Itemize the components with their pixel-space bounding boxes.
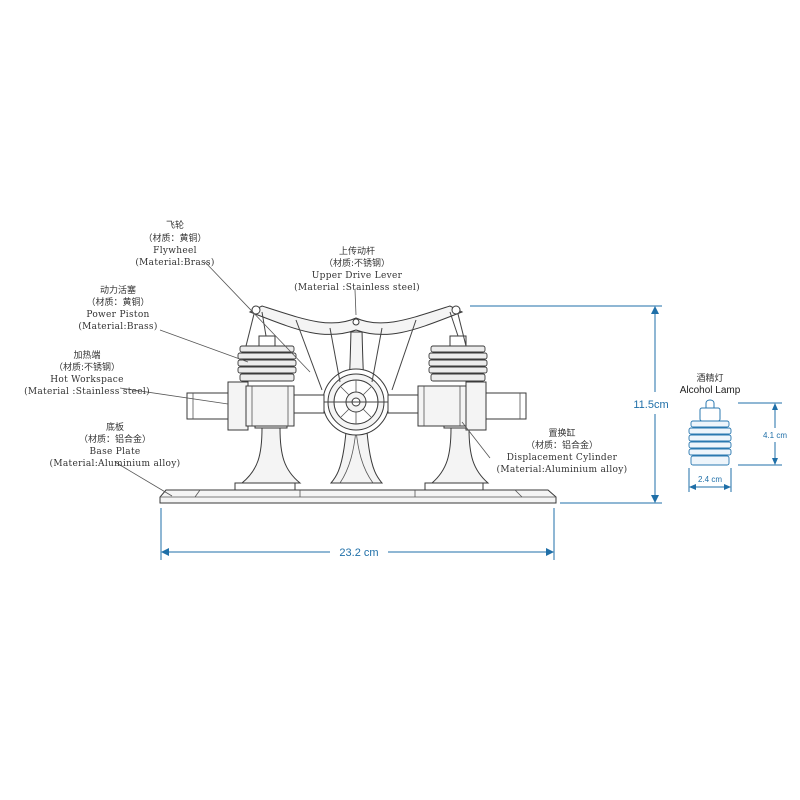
displacement-cylinder-cn: 置换缸 <box>548 427 575 439</box>
displacement-cylinder-en: Displacement Cylinder <box>507 453 618 463</box>
callout-flywheel: 飞轮 （材质：黄铜） Flywheel (Material:Brass) <box>135 219 214 268</box>
alcohol-lamp-callout: 酒精灯 Alcohol Lamp <box>680 372 741 396</box>
base-plate-material-en: (Material:Aluminium alloy) <box>50 458 181 469</box>
lamp-wick <box>705 399 715 409</box>
base-plate-leader <box>114 461 173 497</box>
right-cylinder <box>387 381 527 431</box>
right-power-piston <box>428 335 488 382</box>
height-dimension: 11.5cm <box>470 305 669 504</box>
upper-drive-lever <box>245 305 467 403</box>
left-cylinder <box>186 381 325 431</box>
hot-workspace-en: Hot Workspace <box>50 375 124 385</box>
lamp-width-dimension: 2.4 cm <box>688 468 732 492</box>
lamp-cap <box>699 407 721 422</box>
flywheel-cn: 飞轮 <box>166 219 184 231</box>
engine-drawing <box>159 305 557 504</box>
callout-displacement-cylinder: 置换缸 （材质：铝合金） Displacement Cylinder (Mate… <box>497 427 628 475</box>
hot-workspace-leader <box>119 387 229 405</box>
displacement-cylinder-material-en: (Material:Aluminium alloy) <box>497 464 628 475</box>
callout-hot-workspace: 加热端 （材质:不锈钢） Hot Workspace (Material :St… <box>24 349 150 397</box>
left-power-piston <box>237 335 297 382</box>
alcohol-lamp <box>688 399 732 466</box>
base-plate-cn: 底板 <box>106 421 124 433</box>
upper-drive-lever-leader <box>354 289 357 316</box>
width-dimension-label: 23.2 cm <box>339 547 378 559</box>
power-piston-en: Power Piston <box>86 310 149 320</box>
alcohol-lamp-cn: 酒精灯 <box>696 372 723 384</box>
flywheel-material-cn: （材质：黄铜） <box>143 232 206 244</box>
lamp-height-dimension: 4.1 cm <box>738 402 787 466</box>
flywheel-leader <box>204 261 311 373</box>
upper-drive-lever-en: Upper Drive Lever <box>312 271 403 281</box>
height-dimension-label: 11.5cm <box>633 399 668 411</box>
base-plate-en: Base Plate <box>89 447 140 457</box>
power-piston-cn: 动力活塞 <box>100 284 136 296</box>
base-plate-material-cn: （材质：铝合金） <box>79 433 151 445</box>
power-piston-leader <box>159 329 249 363</box>
leader-lines <box>114 261 491 497</box>
upper-drive-lever-material-en: (Material :Stainless steel) <box>294 282 420 293</box>
callout-base-plate: 底板 （材质：铝合金） Base Plate (Material:Alumini… <box>50 421 181 469</box>
displacement-cylinder-leader <box>461 421 491 459</box>
upper-drive-lever-material-cn: （材质:不锈钢） <box>324 257 390 269</box>
power-piston-material-en: (Material:Brass) <box>78 321 157 332</box>
alcohol-lamp-en: Alcohol Lamp <box>680 385 741 396</box>
power-piston-material-cn: （材质：黄铜） <box>86 296 149 308</box>
flywheel-en: Flywheel <box>153 246 197 256</box>
left-pedestal <box>240 419 302 484</box>
base-plate <box>159 482 557 504</box>
displacement-cylinder-material-cn: （材质：铝合金） <box>526 439 598 451</box>
upper-drive-lever-cn: 上传动杆 <box>339 245 375 257</box>
callout-upper-drive-lever: 上传动杆 （材质:不锈钢） Upper Drive Lever (Materia… <box>294 245 420 293</box>
width-dimension: 23.2 cm <box>160 508 555 560</box>
hot-workspace-cn: 加热端 <box>73 349 100 361</box>
lamp-height-label: 4.1 cm <box>763 431 787 440</box>
callout-power-piston: 动力活塞 （材质：黄铜） Power Piston (Material:Bras… <box>78 284 157 332</box>
lamp-width-label: 2.4 cm <box>698 475 722 484</box>
hot-workspace-material-en: (Material :Stainless steel) <box>24 386 150 397</box>
hot-workspace-material-cn: （材质:不锈钢） <box>54 361 120 373</box>
flywheel-material-en: (Material:Brass) <box>135 257 214 268</box>
